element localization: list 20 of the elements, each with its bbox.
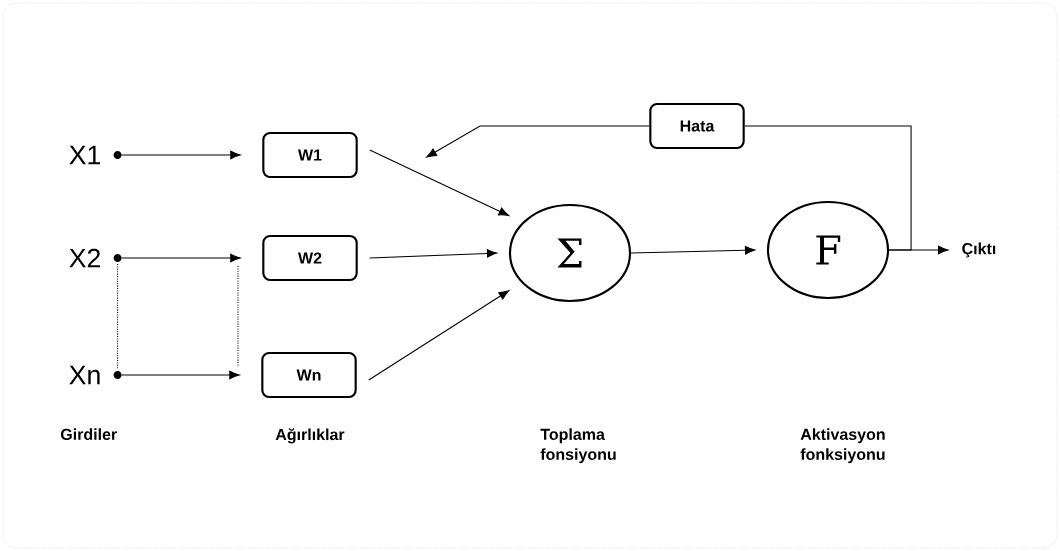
arrow xyxy=(369,249,498,259)
arrow xyxy=(121,253,241,263)
arrow xyxy=(426,125,650,158)
arrow xyxy=(630,246,756,255)
input-label: Xn xyxy=(69,365,122,385)
weight-box: Wn xyxy=(261,351,357,399)
caption-label: Aktivasyon fonksiyonu xyxy=(800,428,885,464)
arrow xyxy=(121,150,241,160)
arrow xyxy=(368,290,510,381)
caption-label: Ağırlıklar xyxy=(275,428,345,444)
weight-box: Hata xyxy=(649,102,745,150)
arrow xyxy=(121,370,240,380)
arrow xyxy=(369,149,510,216)
output-label: Çıktı xyxy=(962,242,996,258)
caption-label: Girdiler xyxy=(60,428,117,440)
weight-box: W2 xyxy=(262,234,358,282)
caption-label: Toplama fonsiyonu xyxy=(540,428,616,464)
input-label: X2 xyxy=(69,248,122,268)
weight-box: W1 xyxy=(262,131,358,179)
input-label: X1 xyxy=(69,145,122,165)
